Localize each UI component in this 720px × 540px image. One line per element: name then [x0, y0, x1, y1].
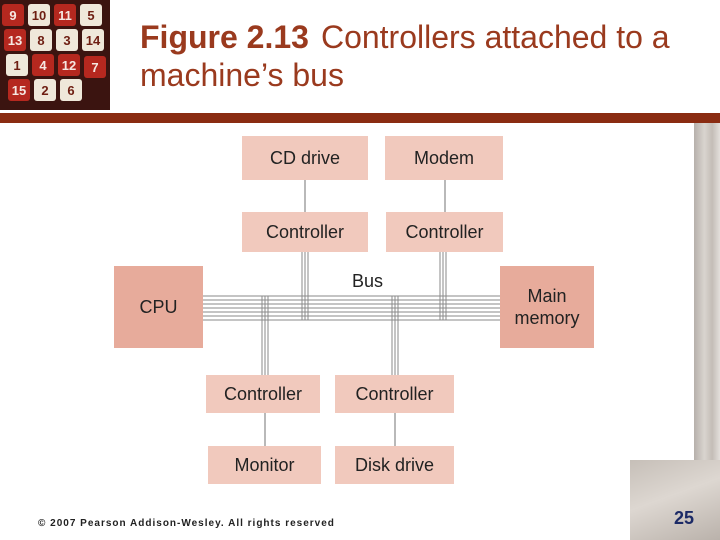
- controller-monitor-box: Controller: [206, 375, 320, 413]
- puzzle-logo: 9 10 11 5 13 8 3 14 1 4 12 15 2 6 7: [0, 0, 110, 110]
- disk-drive-box: Disk drive: [335, 446, 454, 484]
- logo-tile: 12: [58, 54, 80, 76]
- figure-number: Figure 2.13: [140, 19, 309, 55]
- logo-tile: 9: [2, 4, 24, 26]
- copyright-footer: © 2007 Pearson Addison-Wesley. All right…: [38, 518, 335, 529]
- logo-tile: 8: [30, 29, 52, 51]
- logo-tile: 14: [82, 29, 104, 51]
- title-divider: [0, 113, 720, 123]
- figure-caption: Controllers attached to a machine’s bus: [140, 19, 670, 93]
- controller-disk-box: Controller: [335, 375, 454, 413]
- logo-tile: 11: [54, 4, 76, 26]
- logo-tile: 5: [80, 4, 102, 26]
- controller-cd-box: Controller: [242, 212, 368, 252]
- controller-modem-box: Controller: [386, 212, 503, 252]
- logo-tile: 15: [8, 79, 30, 101]
- cpu-box: CPU: [114, 266, 203, 348]
- logo-tile: 2: [34, 79, 56, 101]
- modem-box: Modem: [385, 136, 503, 180]
- decorative-corner: [630, 460, 720, 540]
- logo-tile: 1: [6, 54, 28, 76]
- main-memory-box: Main memory: [500, 266, 594, 348]
- logo-tile: 10: [28, 4, 50, 26]
- page-number: 25: [674, 508, 695, 528]
- cd-drive-box: CD drive: [242, 136, 368, 180]
- bus-label: Bus: [352, 271, 384, 291]
- bus-lines: [203, 295, 500, 321]
- logo-tile: 7: [84, 56, 106, 78]
- logo-tile: 6: [60, 79, 82, 101]
- logo-tile: 3: [56, 29, 78, 51]
- logo-tile: 13: [4, 29, 26, 51]
- logo-tile: 4: [32, 54, 54, 76]
- monitor-box: Monitor: [208, 446, 321, 484]
